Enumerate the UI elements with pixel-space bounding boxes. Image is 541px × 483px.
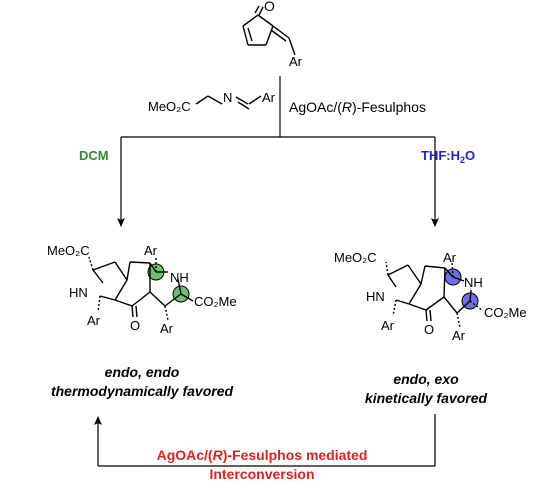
solvent-thf-prefix: THF:H [421, 148, 460, 163]
left-ester-top-label: MeO₂C [47, 243, 90, 258]
solvent-dcm-label: DCM [79, 148, 109, 163]
solvent-thf-subscript: 2 [460, 155, 465, 165]
left-nh-label: NH [170, 270, 189, 285]
left-caption-line2: thermodynamically favored [51, 383, 234, 399]
right-oxygen-label: O [424, 322, 434, 337]
ketone-oxygen-label: O [264, 0, 275, 14]
right-caption-line1: endo, exo [393, 371, 459, 387]
imine-ester-label: MeO₂C [148, 99, 191, 114]
interconversion-line2: Interconversion [209, 466, 314, 482]
left-caption-line1: endo, endo [105, 364, 180, 380]
right-aryl-top-label: Ar [443, 250, 457, 265]
branching-lines [117, 76, 439, 227]
left-aryl-bottom-right-label: Ar [160, 321, 174, 336]
aryl-label: Ar [289, 54, 303, 69]
solvent-thf-water-label: THF:H2O [421, 148, 475, 165]
imine-reagent-structure [195, 95, 262, 110]
interconversion-arrow [94, 414, 436, 467]
right-ester-right-label: CO₂Me [484, 305, 527, 320]
solvent-thf-suffix: O [465, 148, 475, 163]
interconversion-line1: AgOAc/(R)-Fesulphos mediated [157, 447, 368, 463]
right-nh-label: NH [464, 275, 483, 290]
catalyst-r-label: R [342, 99, 352, 115]
right-caption-line2: kinetically favored [365, 390, 488, 406]
right-aryl-bottom-left-label: Ar [381, 318, 395, 333]
imine-aryl-label: Ar [262, 90, 276, 105]
left-oxygen-label: O [130, 318, 140, 333]
starting-material-structure [242, 5, 296, 56]
left-aryl-top-label: Ar [144, 243, 158, 258]
interconversion-r-label: R [213, 447, 224, 463]
catalyst-prefix: AgOAc/( [289, 99, 342, 115]
catalyst-suffix: )-Fesulphos [352, 99, 426, 115]
left-hn-label: HN [69, 285, 88, 300]
imine-nitrogen-label: N [223, 90, 232, 105]
product-left-structure [88, 256, 194, 321]
right-hn-label: HN [366, 289, 385, 304]
interconversion-prefix: AgOAc/( [157, 447, 213, 463]
left-ester-right-label: CO₂Me [194, 294, 237, 309]
product-right-structure [385, 261, 484, 329]
left-aryl-bottom-left-label: Ar [87, 313, 101, 328]
right-ester-top-label: MeO₂C [334, 250, 377, 265]
interconversion-suffix: )-Fesulphos mediated [223, 447, 368, 463]
right-aryl-bottom-right-label: Ar [452, 328, 466, 343]
catalyst-conditions: AgOAc/(R)-Fesulphos [289, 99, 426, 115]
